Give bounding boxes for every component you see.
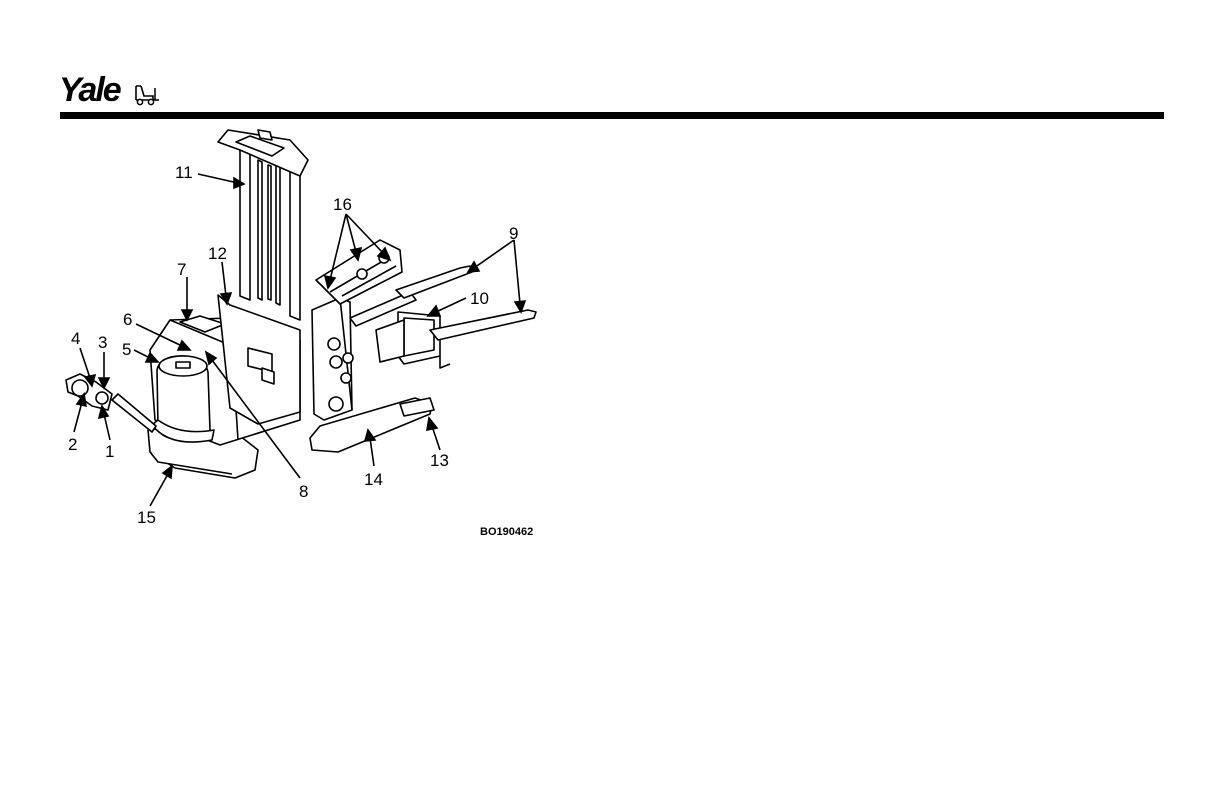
callout-6: 6 — [123, 311, 132, 329]
header-rule — [60, 112, 1164, 119]
callout-3: 3 — [98, 334, 107, 352]
callout-10: 10 — [470, 290, 489, 308]
callout-7: 7 — [177, 261, 186, 279]
callout-2: 2 — [68, 436, 77, 454]
callout-16: 16 — [333, 196, 352, 214]
callout-15: 15 — [137, 509, 156, 527]
callout-5: 5 — [122, 341, 131, 359]
callout-1: 1 — [105, 443, 114, 461]
callout-14: 14 — [364, 471, 383, 489]
callout-13: 13 — [430, 452, 449, 470]
callout-9: 9 — [509, 225, 518, 243]
callout-8: 8 — [299, 483, 308, 501]
forklift-icon — [133, 82, 159, 106]
figure-id: BO190462 — [480, 526, 533, 538]
brand-wordmark: Yale — [59, 70, 120, 110]
callout-11: 11 — [175, 164, 193, 182]
yale-logo: Yale — [59, 70, 169, 110]
callout-4: 4 — [71, 330, 80, 348]
callout-12: 12 — [208, 245, 227, 263]
